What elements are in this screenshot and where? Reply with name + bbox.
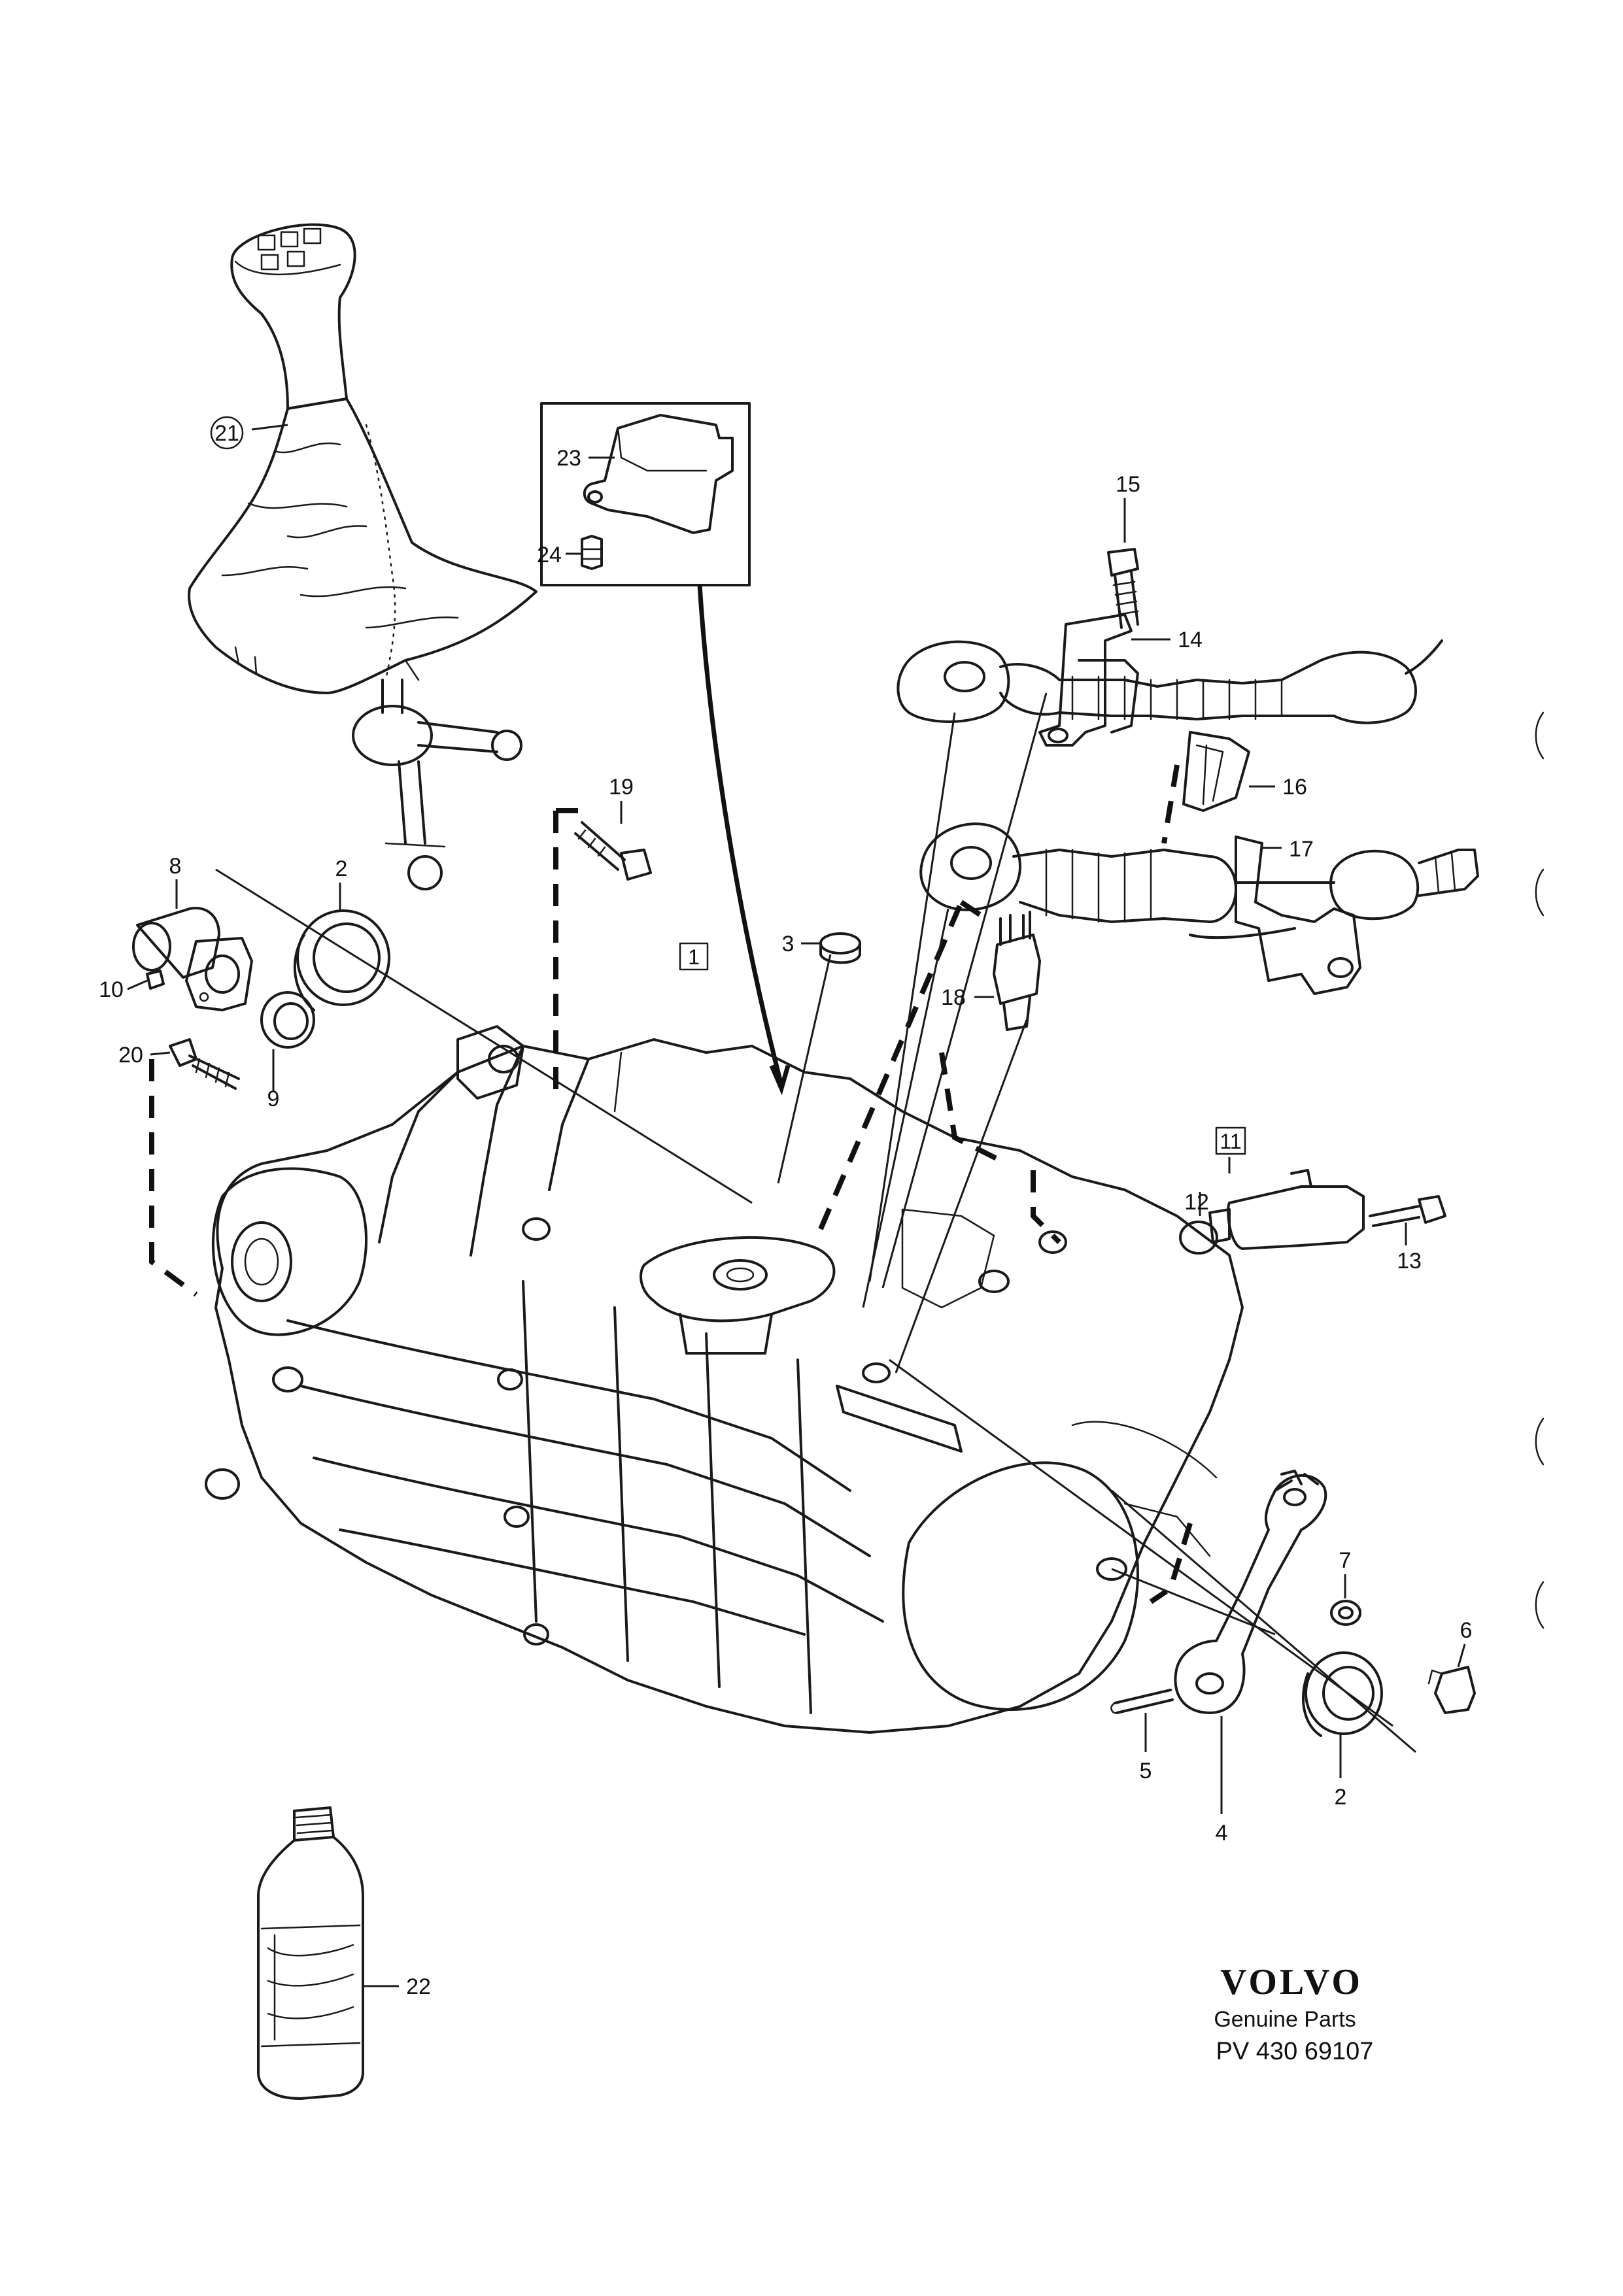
callout-7: 7 xyxy=(1339,1548,1352,1573)
switch-18 xyxy=(993,911,1041,1031)
callout-10: 10 xyxy=(99,977,124,1002)
dashed-lines xyxy=(149,764,1193,1604)
bracket-inset-box xyxy=(540,402,751,586)
oil-bottle xyxy=(257,1806,364,2100)
callout-3: 3 xyxy=(782,932,794,956)
callout-5: 5 xyxy=(1140,1759,1152,1783)
callout-9: 9 xyxy=(267,1087,280,1111)
callout-6: 6 xyxy=(1460,1618,1473,1643)
left-parts xyxy=(132,821,652,1090)
callout-11-box xyxy=(1215,1126,1246,1155)
callout-16: 16 xyxy=(1282,775,1307,800)
part-reference: PV 430 69107 xyxy=(1216,2038,1374,2065)
callout-18: 18 xyxy=(941,985,966,1010)
callout-17: 17 xyxy=(1289,837,1314,862)
callout-8: 8 xyxy=(169,854,182,879)
shift-cables xyxy=(897,613,1479,995)
callout-14: 14 xyxy=(1178,628,1203,652)
callout-1: 1 xyxy=(688,945,700,969)
sensor-11 xyxy=(1179,1169,1446,1255)
inset-arrow xyxy=(697,584,784,1086)
callout-12: 12 xyxy=(1184,1190,1209,1215)
callout-22: 22 xyxy=(406,1974,431,1999)
bolt-15 xyxy=(1107,548,1139,629)
branding: VOLVO Genuine Parts PV 430 69107 xyxy=(1214,1962,1373,2065)
callout-labels: 21 23 24 15 14 16 17 19 8 2 1 3 18 10 20… xyxy=(99,416,1473,1999)
center-lines xyxy=(215,692,1416,1753)
gearbox-housing xyxy=(205,1025,1244,1734)
callout-4: 4 xyxy=(1216,1821,1228,1846)
brand-subtitle: Genuine Parts xyxy=(1214,2007,1356,2032)
callout-24: 24 xyxy=(537,543,562,567)
callout-13: 13 xyxy=(1397,1249,1422,1274)
callout-11: 11 xyxy=(1220,1130,1241,1153)
callout-2-right: 2 xyxy=(1335,1785,1347,1810)
callout-2-left: 2 xyxy=(335,856,348,881)
callout-1-box xyxy=(679,942,709,971)
callout-21: 21 xyxy=(214,421,239,446)
callout-20: 20 xyxy=(118,1043,143,1068)
callout-23: 23 xyxy=(556,446,581,471)
callout-19: 19 xyxy=(609,775,634,800)
brand-logo: VOLVO xyxy=(1220,1962,1363,2002)
gear-lever-assembly xyxy=(188,223,538,890)
callout-21-circle xyxy=(210,416,244,450)
callout-15: 15 xyxy=(1116,472,1140,497)
callout-leaders xyxy=(127,424,1466,1987)
margin-marks xyxy=(1535,711,1545,1629)
right-parts xyxy=(819,932,1476,1737)
